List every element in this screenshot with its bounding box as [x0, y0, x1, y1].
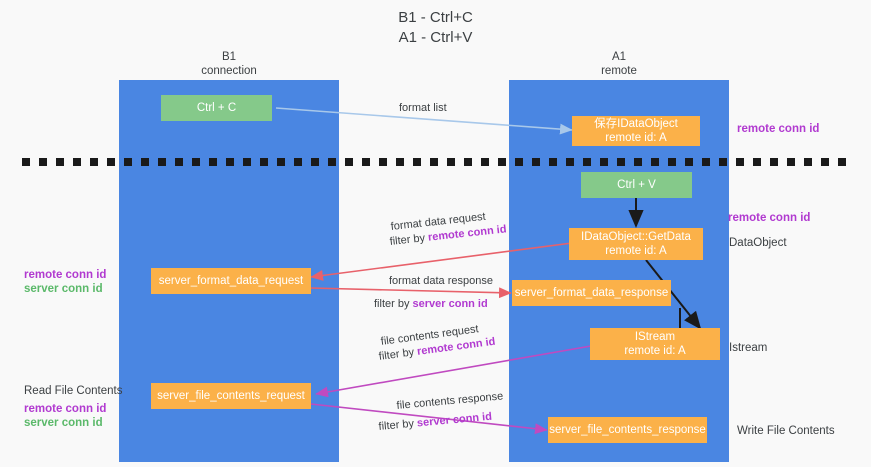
annotation-left-remote-conn-id-mid: remote conn id: [24, 269, 107, 281]
node-server-file-contents-request[interactable]: server_file_contents_request: [151, 383, 311, 409]
column-header-b1: B1 connection: [201, 51, 257, 77]
node-idataobject-getdata[interactable]: IDataObject::GetData remote id: A: [569, 228, 703, 260]
filter-key-server-conn-id: server conn id: [416, 410, 493, 430]
filter-prefix: filter by: [374, 298, 413, 310]
annotation-left-read-file-contents: Read File Contents: [24, 385, 123, 397]
diagram-title: B1 - Ctrl+C A1 - Ctrl+V: [398, 9, 473, 46]
annotation-left-server-conn-id-bottom: server conn id: [24, 417, 103, 429]
edge-label-format-list: format list: [399, 102, 447, 114]
annotation-left-remote-conn-id-bottom: remote conn id: [24, 403, 107, 415]
node-save-idataobject[interactable]: 保存IDataObject remote id: A: [572, 116, 700, 146]
node-server-format-data-request[interactable]: server_format_data_request: [151, 268, 311, 294]
edge-label-file-contents-response-filter: filter by server conn id: [378, 410, 493, 434]
node-server-file-contents-response[interactable]: server_file_contents_response: [548, 417, 707, 443]
column-header-a1: A1 remote: [601, 51, 637, 77]
filter-prefix: filter by: [389, 231, 429, 248]
edge-label-format-data-response: format data response: [389, 275, 493, 287]
node-server-format-data-response[interactable]: server_format_data_response: [512, 280, 671, 306]
filter-prefix: filter by: [378, 417, 418, 433]
annotation-right-dataobject: DataObject: [729, 237, 787, 249]
annotation-left-server-conn-id-mid: server conn id: [24, 283, 103, 295]
filter-key-server-conn-id: server conn id: [412, 298, 488, 310]
node-ctrl-c[interactable]: Ctrl + C: [161, 95, 272, 121]
node-ctrl-v[interactable]: Ctrl + V: [581, 172, 692, 198]
node-istream[interactable]: IStream remote id: A: [590, 328, 720, 360]
annotation-right-remote-conn-id-top: remote conn id: [737, 123, 820, 135]
connector-format-data-response: [310, 287, 512, 299]
filter-prefix: filter by: [378, 345, 418, 363]
annotation-right-write-file-contents: Write File Contents: [737, 425, 835, 437]
annotation-right-remote-conn-id-mid: remote conn id: [728, 212, 811, 224]
edge-label-format-data-response-filter: filter by server conn id: [374, 297, 488, 311]
annotation-right-istream: Istream: [729, 342, 768, 354]
